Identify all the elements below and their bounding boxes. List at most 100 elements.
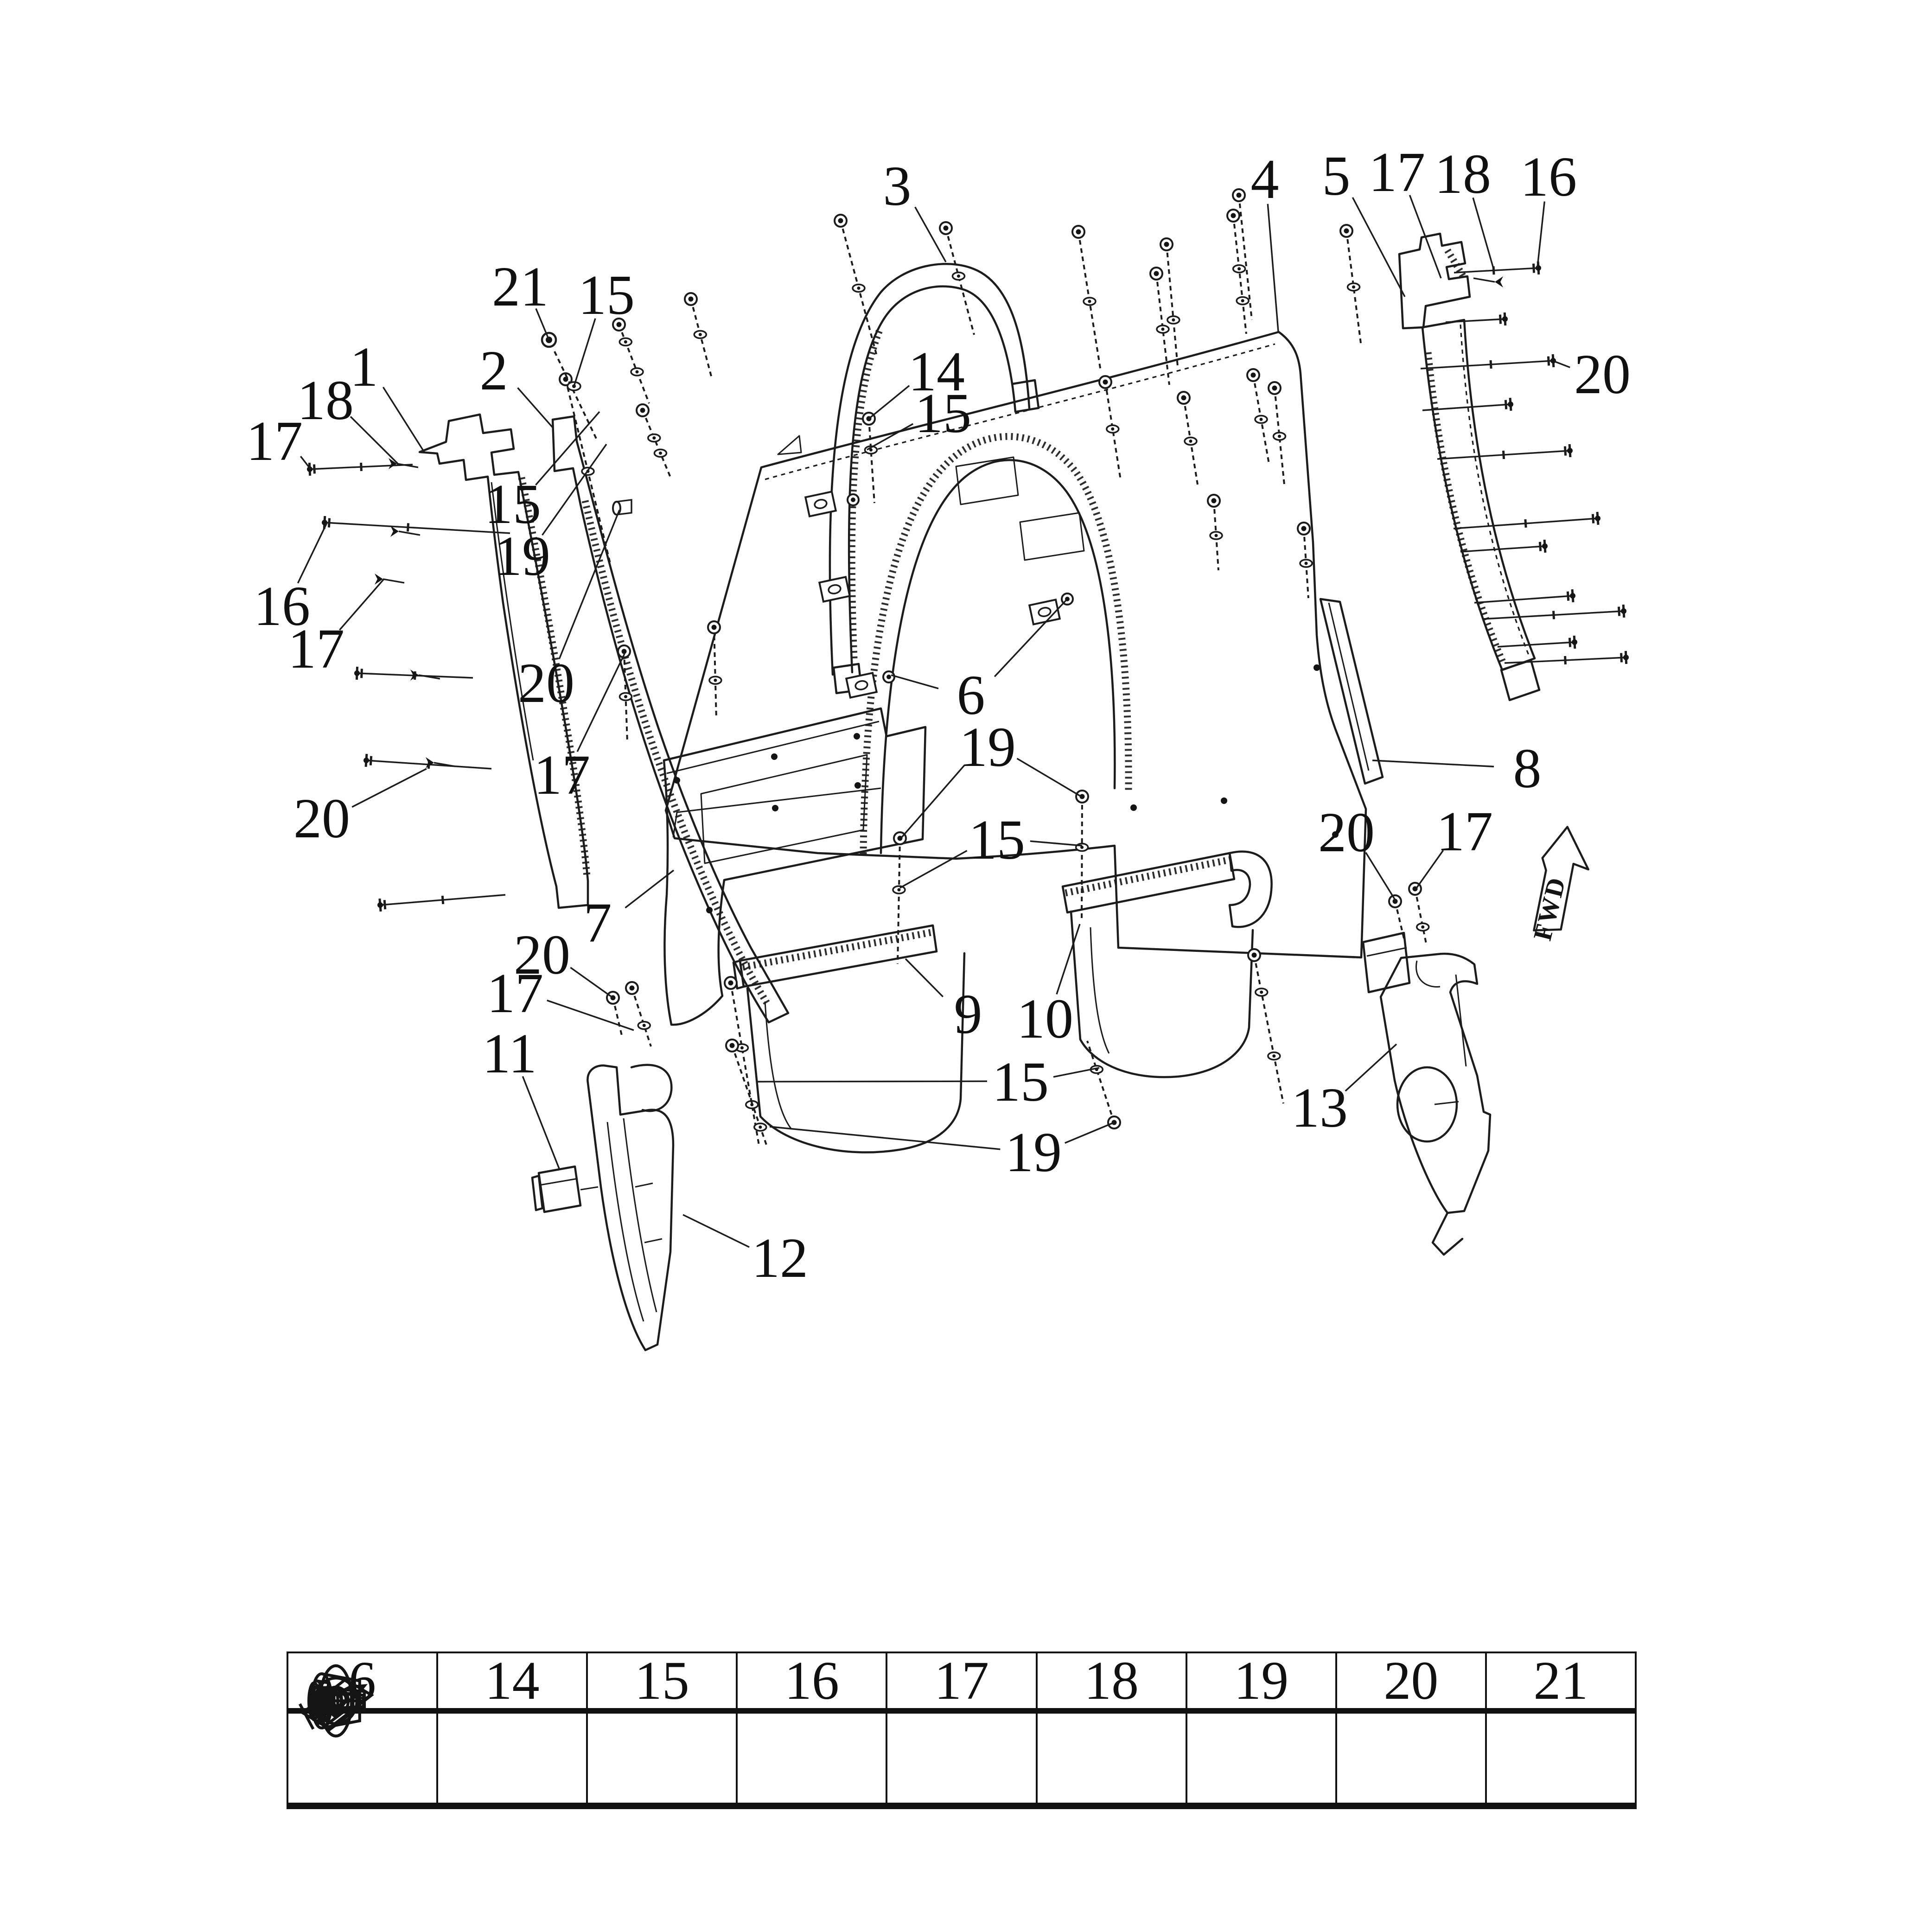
screw-icon <box>1408 882 1430 946</box>
leader-line <box>522 1076 561 1170</box>
leader-line <box>542 444 607 536</box>
rivet-hole <box>1314 664 1320 671</box>
screw-icon <box>1297 522 1313 599</box>
part-2-front-strip <box>551 415 790 1024</box>
part-3-arch <box>829 263 1040 695</box>
callout-label-18: 18 <box>297 369 354 432</box>
part-7-mud-panel <box>663 707 927 1026</box>
callout-label-17: 17 <box>1369 141 1425 204</box>
bolt-icon <box>1483 604 1626 620</box>
leader-line <box>570 967 613 999</box>
screw-icon <box>834 214 878 356</box>
clip-nut-icon <box>804 491 837 517</box>
screw-icon <box>1247 948 1284 1104</box>
hardware-col-header-15: 15 <box>586 1653 736 1708</box>
callout-label-4: 4 <box>1251 148 1279 210</box>
leader-line <box>558 510 620 660</box>
leader-line <box>1472 197 1495 270</box>
screw-icon <box>1071 225 1102 371</box>
hardware-col-header-14: 14 <box>436 1653 586 1708</box>
hardware-ref-number: 17 <box>934 1650 989 1711</box>
screw-icon <box>606 991 623 1036</box>
callout-label-3: 3 <box>883 155 912 217</box>
part-5-right-trim-strip <box>1398 232 1541 701</box>
screw-icon <box>1160 237 1180 367</box>
bolt-icon <box>1437 444 1573 460</box>
rivet-hole <box>1332 831 1339 838</box>
flange-nut-icon <box>313 1677 1635 1803</box>
part-1-left-trim-strip <box>418 413 591 909</box>
part-13-guard <box>1362 931 1492 1256</box>
bolt-icon <box>1420 354 1556 370</box>
screw-icon <box>725 1039 768 1148</box>
leader-line <box>1345 1043 1397 1092</box>
screw-icon <box>1226 209 1250 334</box>
callout-label-18: 18 <box>1435 143 1491 205</box>
rivet-hole <box>854 733 860 740</box>
callout-label-19: 19 <box>1005 1121 1062 1184</box>
leader-line <box>1030 840 1083 847</box>
callout-label-7: 7 <box>584 892 612 954</box>
hardware-table-icon-row <box>288 1664 1635 1803</box>
leader-line <box>1409 195 1442 279</box>
leader-line <box>535 308 550 340</box>
push-screw-icon <box>389 458 419 469</box>
leader-line <box>1065 1122 1115 1144</box>
rivet-hole <box>1221 797 1227 804</box>
washer-icon <box>319 1664 736 1803</box>
callout-label-15: 15 <box>992 1051 1049 1113</box>
bolt-icon <box>1422 397 1513 411</box>
callout-label-19: 19 <box>959 716 1016 778</box>
hardware-col-header-20: 20 <box>1335 1653 1485 1708</box>
leader-line <box>382 387 425 453</box>
leader-line <box>625 869 675 909</box>
leader-line <box>297 523 328 584</box>
rivet-hole <box>771 753 778 760</box>
leader-line <box>1555 361 1570 369</box>
leader-line <box>905 958 944 997</box>
leader-line <box>994 599 1067 677</box>
bolt-icon <box>1460 539 1548 553</box>
leader-line <box>867 423 914 451</box>
callout-label-11: 11 <box>482 1022 536 1085</box>
callout-label-17: 17 <box>246 410 303 472</box>
leader-line <box>1415 850 1444 889</box>
leader-line <box>339 578 385 631</box>
callout-label-17: 17 <box>1436 800 1493 863</box>
callout-label-14: 14 <box>908 340 965 403</box>
clip-nut-icon <box>845 672 878 699</box>
expansion-rivet-icon <box>298 1684 1186 1803</box>
callout-label-20: 20 <box>514 924 570 986</box>
screw-icon <box>1177 391 1199 485</box>
push-screw-icon <box>410 670 440 681</box>
rivet-hole <box>772 805 778 811</box>
screw-icon <box>1149 267 1170 385</box>
flange-bolt-icon <box>307 1681 1335 1803</box>
screw-icon <box>1246 368 1270 464</box>
push-screw-icon <box>426 757 456 768</box>
callout-label-16: 16 <box>254 575 310 638</box>
bolt-icon <box>1497 635 1577 649</box>
bolt-icon <box>1453 511 1600 529</box>
part-4-main-panel <box>664 331 1367 959</box>
bushing-icon <box>310 1672 1485 1803</box>
callout-label-21: 21 <box>492 255 548 318</box>
leader-line <box>1372 759 1494 768</box>
callout-label-15: 15 <box>969 809 1025 871</box>
callout-label-12: 12 <box>752 1227 808 1289</box>
leader-line <box>1352 197 1406 297</box>
callout-label-6: 6 <box>957 664 985 727</box>
leader-line <box>300 456 312 470</box>
hardware-col-header-17: 17 <box>886 1653 1035 1708</box>
hardware-ref-number: 14 <box>485 1650 540 1711</box>
hardware-ref-number: 15 <box>634 1650 689 1711</box>
leader-line <box>1267 204 1279 332</box>
leader-line <box>351 768 427 808</box>
hardware-col-header-21: 21 <box>1485 1653 1635 1708</box>
callout-label-15: 15 <box>485 473 541 536</box>
callout-label-5: 5 <box>1322 145 1351 207</box>
hardware-ref-number: 18 <box>1084 1650 1139 1711</box>
screw-icon <box>636 403 672 480</box>
